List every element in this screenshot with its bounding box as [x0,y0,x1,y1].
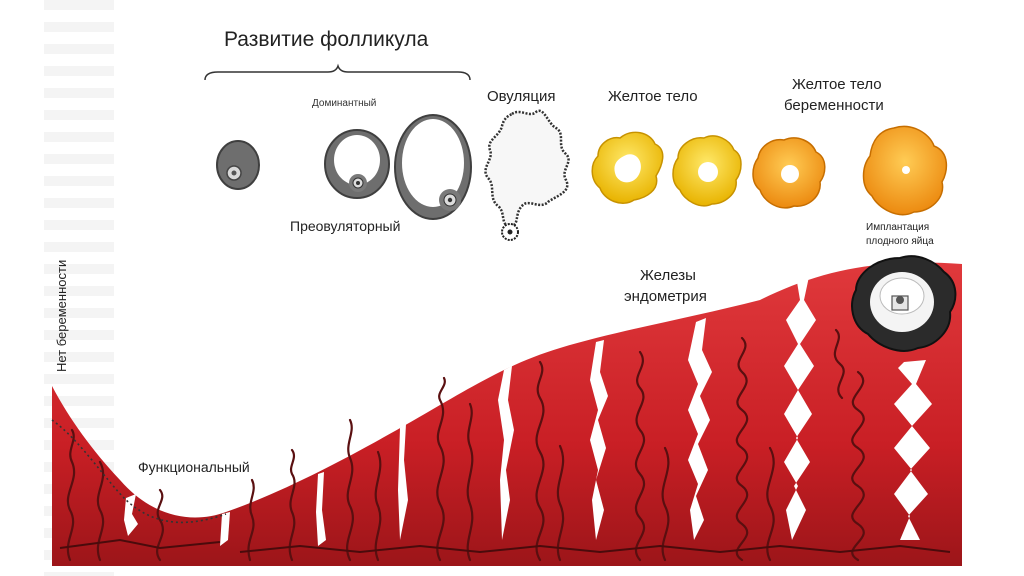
corpus-luteum-pregnancy [862,125,948,216]
endometrial-glands-label-line2: эндометрия [624,288,707,305]
dominant-label: Доминантный [312,98,377,109]
corpus-luteum-pregnancy-label-line1: Желтое тело [792,76,882,93]
follicle-brace [204,63,471,81]
corpus-luteum-label: Желтое тело [608,88,698,105]
no-pregnancy-label: Нет беременности [54,259,69,372]
endometrial-glands-label-line1: Железы [640,267,696,284]
functional-layer-label: Функциональный [138,459,250,475]
corpus-luteum-pregnancy-label-line2: беременности [784,97,884,114]
implantation-label-line2: плодного яйца [866,236,934,247]
primary-follicle [216,140,260,190]
preovulatory-follicle [394,114,472,220]
endometrial-glands [66,328,865,562]
corpus-luteum-late [752,137,826,209]
ovulation-label: Овуляция [487,88,556,105]
corpus-luteum-mid [672,135,742,207]
endometrium-gaps [124,272,932,546]
ovulation-follicle [484,109,570,241]
basal-vessels [59,538,951,554]
preovulatory-label: Преовуляторный [290,218,401,234]
implantation-label-line1: Имплантация [866,222,930,233]
implanted-embryo [851,255,957,352]
corpus-luteum-early [591,131,664,204]
follicle-development-title: Развитие фолликула [224,28,429,51]
dominant-follicle [324,129,390,199]
